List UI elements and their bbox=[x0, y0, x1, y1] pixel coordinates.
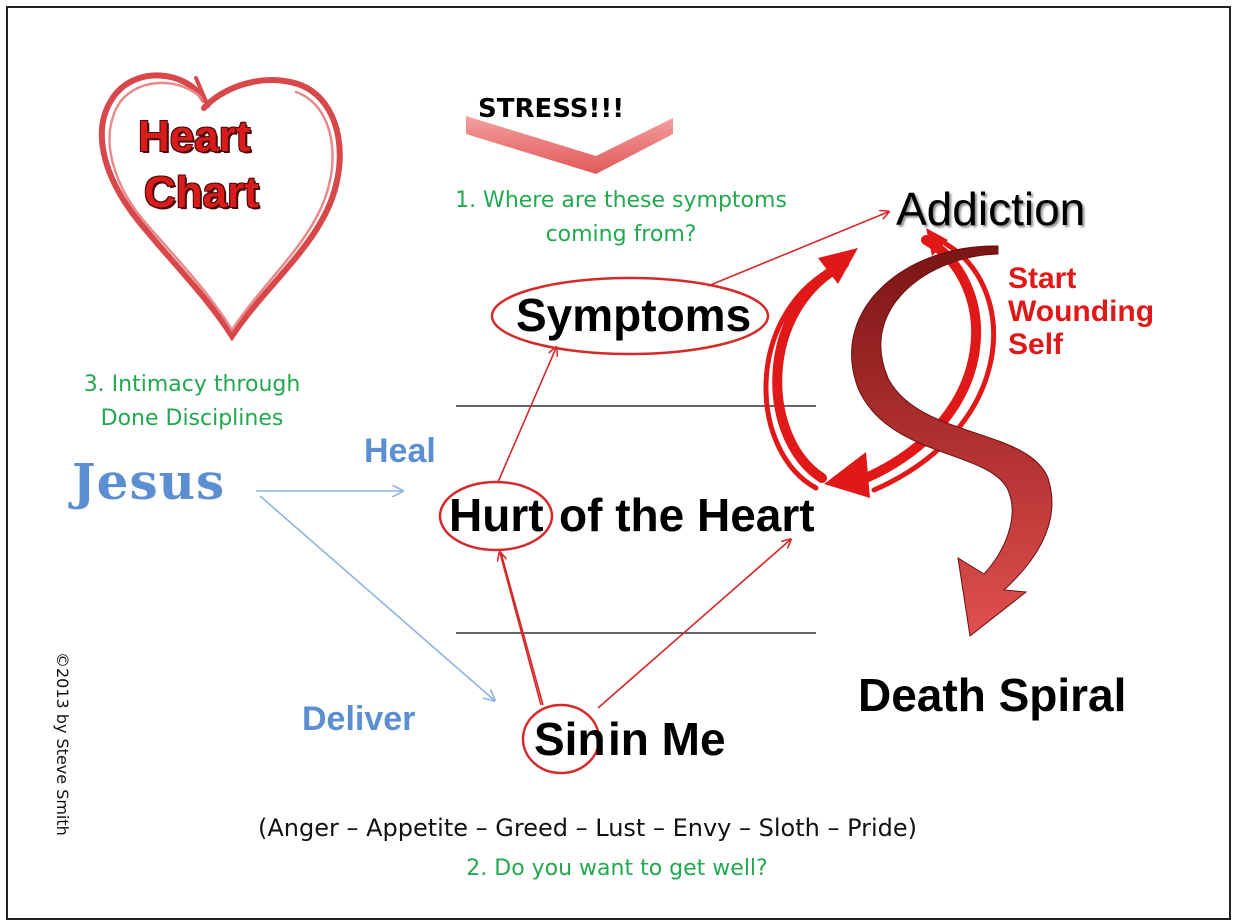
stress-label: STRESS!!! bbox=[478, 94, 624, 124]
deliver-label: Deliver bbox=[302, 700, 415, 739]
death-spiral-node: Death Spiral bbox=[858, 668, 1126, 722]
wounding-line3: Self bbox=[1008, 328, 1154, 361]
question-1-line1: 1. Where are these symptoms bbox=[398, 184, 844, 218]
sin-node: Sin bbox=[534, 712, 606, 766]
wounding-line1: Start bbox=[1008, 262, 1154, 295]
question-1-line2: coming from? bbox=[398, 218, 844, 252]
stress-chevron-icon bbox=[466, 116, 673, 174]
heal-label: Heal bbox=[364, 432, 436, 471]
sins-list: (Anger – Appetite – Greed – Lust – Envy … bbox=[258, 814, 917, 842]
wounding-line2: Wounding bbox=[1008, 295, 1154, 328]
question-2: 2. Do you want to get well? bbox=[394, 852, 840, 886]
question-3: 3. Intimacy through Done Disciplines bbox=[52, 368, 332, 436]
title-heart: Heart bbox=[138, 112, 251, 162]
question-3-line1: 3. Intimacy through bbox=[52, 368, 332, 402]
question-3-line2: Done Disciplines bbox=[52, 402, 332, 436]
addiction-node: Addiction bbox=[896, 182, 1085, 236]
symptoms-node: Symptoms bbox=[516, 288, 751, 342]
title-chart: Chart bbox=[144, 168, 259, 218]
jesus-label: Jesus bbox=[72, 452, 225, 511]
of-the-heart-label: of the Heart bbox=[559, 488, 815, 542]
wounding-label: Start Wounding Self bbox=[1008, 262, 1154, 361]
question-1: 1. Where are these symptoms coming from? bbox=[398, 184, 844, 252]
copyright-text: ©2013 by Steve Smith bbox=[53, 652, 72, 836]
hurt-node: Hurt bbox=[449, 488, 544, 542]
slide: Heart Chart STRESS!!! 1. Where are these… bbox=[6, 6, 1231, 920]
in-me-label: in Me bbox=[608, 712, 726, 766]
